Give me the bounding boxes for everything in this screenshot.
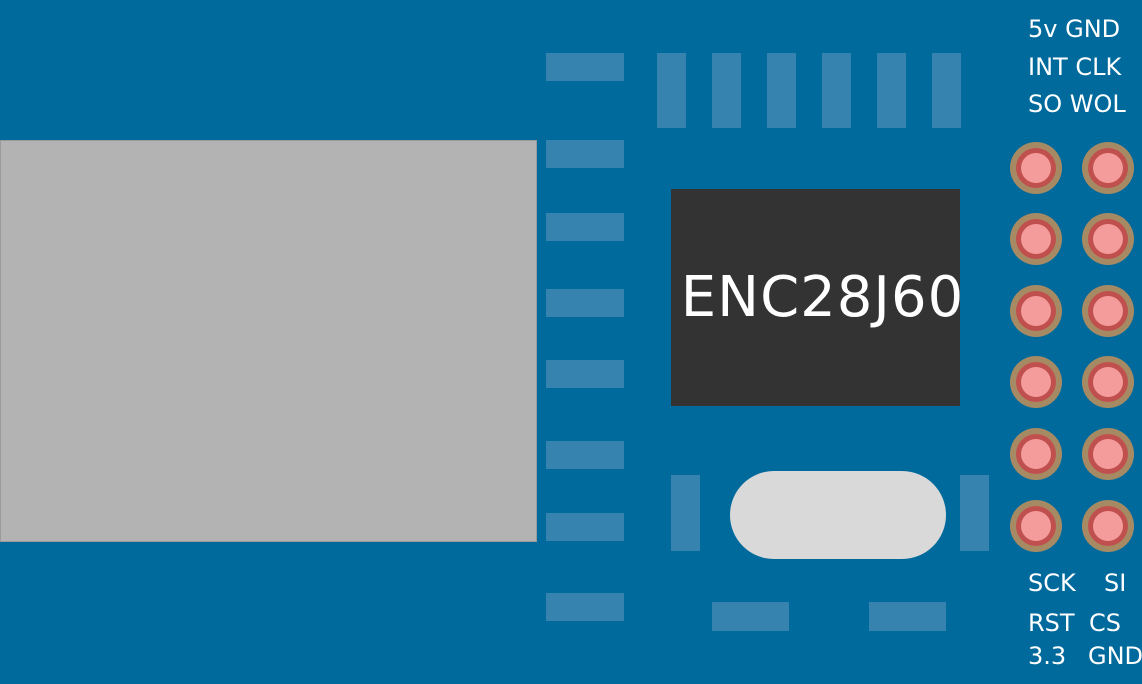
pin-label-cs: CS <box>1089 609 1121 637</box>
crystal-oscillator <box>730 471 946 559</box>
smd-pad <box>657 53 686 128</box>
pin-label-3v3: 3.3 <box>1028 642 1067 670</box>
smd-pad <box>546 593 624 621</box>
pin-label-so-wol: SO WOL <box>1028 90 1126 118</box>
smd-pad <box>546 360 624 388</box>
rj45-connector <box>0 140 537 542</box>
ethernet-controller-chip: ENC28J60 <box>671 189 963 406</box>
smd-pad <box>546 289 624 317</box>
smd-pad <box>671 475 700 551</box>
header-pin[interactable] <box>1010 142 1062 194</box>
smd-pad <box>869 602 946 631</box>
header-pin[interactable] <box>1082 285 1134 337</box>
smd-pad <box>546 53 624 81</box>
smd-pad <box>546 140 624 168</box>
pin-label-rst: RST <box>1028 609 1075 637</box>
smd-pad <box>712 53 741 128</box>
smd-pad <box>960 475 989 551</box>
pin-label-int-clk: INT CLK <box>1028 53 1122 81</box>
smd-pad <box>767 53 796 128</box>
smd-pad <box>546 513 624 541</box>
header-pin[interactable] <box>1082 428 1134 480</box>
smd-pad <box>546 441 624 469</box>
smd-pad <box>877 53 906 128</box>
header-pin[interactable] <box>1082 356 1134 408</box>
smd-pad <box>932 53 961 128</box>
pin-label-si: SI <box>1104 569 1127 597</box>
header-pin[interactable] <box>1010 213 1062 265</box>
pin-label-gnd: GND <box>1088 642 1142 670</box>
header-pin[interactable] <box>1082 500 1134 552</box>
header-pin[interactable] <box>1082 213 1134 265</box>
header-pin[interactable] <box>1010 428 1062 480</box>
header-pin[interactable] <box>1010 356 1062 408</box>
smd-pad <box>822 53 851 128</box>
pin-label-5v-gnd: 5v GND <box>1028 15 1121 43</box>
header-pin[interactable] <box>1010 285 1062 337</box>
chip-label: ENC28J60 <box>680 265 965 330</box>
header-pin[interactable] <box>1082 142 1134 194</box>
smd-pad <box>546 213 624 241</box>
pin-label-sck: SCK <box>1028 569 1076 597</box>
header-pin[interactable] <box>1010 500 1062 552</box>
smd-pad <box>712 602 789 631</box>
